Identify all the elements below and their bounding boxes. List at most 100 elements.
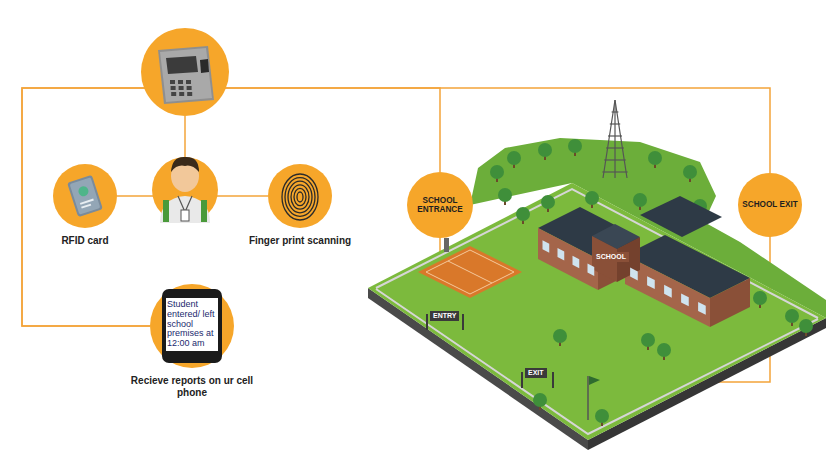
student-figure [201,200,207,222]
keypad-key [170,80,175,84]
radio-tower [606,147,624,148]
keypad-key [187,92,192,96]
keypad-key [179,86,184,90]
tree [498,188,512,202]
tree [538,143,552,157]
radio-tower [608,135,622,136]
student-figure [163,200,169,222]
ground-platform [376,189,818,318]
icon-node: Finger print scanning [220,164,380,247]
window [647,276,655,289]
building-sign: SCHOOL [593,252,629,262]
window [558,248,565,260]
tree [633,193,647,207]
tree [490,139,813,426]
gate-post [552,372,554,388]
tree [516,207,530,221]
tree [533,393,547,407]
tree [541,195,555,209]
window [698,302,706,315]
keypad-key [179,92,184,96]
phone-message: Student entered/ left school premises at… [166,298,218,351]
icon-caption: Finger print scanning [249,235,351,247]
student-figure [171,157,199,172]
wire-line [184,116,186,158]
window [630,268,638,281]
circle-label: SCHOOL ENTRANCE [410,196,470,215]
sports-court [418,246,522,298]
orange-circle [53,164,117,228]
window [588,264,595,276]
tree [568,139,582,153]
tree [799,319,813,333]
gate-post [426,238,554,388]
keypad-key [170,80,192,96]
tree [641,333,655,347]
tree [595,409,609,423]
tree [683,165,697,179]
flag [589,376,600,385]
tree [507,151,521,165]
sports-court [418,246,522,298]
orange-circle: SCHOOL ENTRANCE [407,172,473,238]
radio-tower [612,111,619,112]
attendance-machine [141,28,229,116]
gate-post [426,314,428,330]
tree [585,191,599,205]
keypad-key [178,80,183,84]
sports-court [448,261,492,283]
window [573,256,580,268]
attendance-machine [141,28,229,116]
tree [753,291,767,305]
student-figure [152,157,218,223]
icon-caption: Recieve reports on ur cell phone [129,375,255,399]
icon-node: SCHOOL ENTRANCE [400,172,480,238]
icon-node: SCHOOL EXIT [730,173,810,237]
tree [657,343,671,357]
radio-tower [602,171,627,172]
radio-tower [610,123,620,124]
sports-court [426,250,514,294]
gate-post [462,314,464,330]
radio-tower [602,100,627,178]
tree [648,151,662,165]
tree [785,309,799,323]
keypad-key [171,86,176,90]
gate-sign: EXIT [525,368,547,378]
phone-device: Student entered/ left school premises at… [162,289,222,363]
gate-sign: ENTRY [430,311,459,321]
attendance-machine [166,56,198,74]
school-building [640,196,722,237]
flag [588,376,600,420]
window [681,293,689,306]
gate-post [521,372,523,388]
attendance-machine [200,59,209,73]
orange-circle: SCHOOL EXIT [738,173,802,237]
tree [490,165,504,179]
circle-label: SCHOOL EXIT [742,200,797,209]
gate-post [444,238,449,252]
icon-node: Student entered/ left school premises at… [127,284,257,399]
keypad-key [187,86,192,90]
radio-tower [604,159,625,160]
flag [587,376,589,420]
window [543,240,706,315]
window [664,285,672,298]
radio-tower [603,100,627,178]
keypad-key [186,80,191,84]
window [543,240,550,252]
student-figure [160,196,210,223]
icon-caption: RFID card [61,235,108,247]
tree [553,329,567,343]
keypad-key [171,92,176,96]
school-building [538,196,750,327]
orange-circle [268,164,332,228]
student-figure [181,210,189,221]
icon-node: RFID card [25,164,145,247]
attendance-machine [158,46,214,104]
school-building [538,228,598,290]
orange-circle: Student entered/ left school premises at… [150,284,234,368]
attendance-machine [160,48,212,102]
